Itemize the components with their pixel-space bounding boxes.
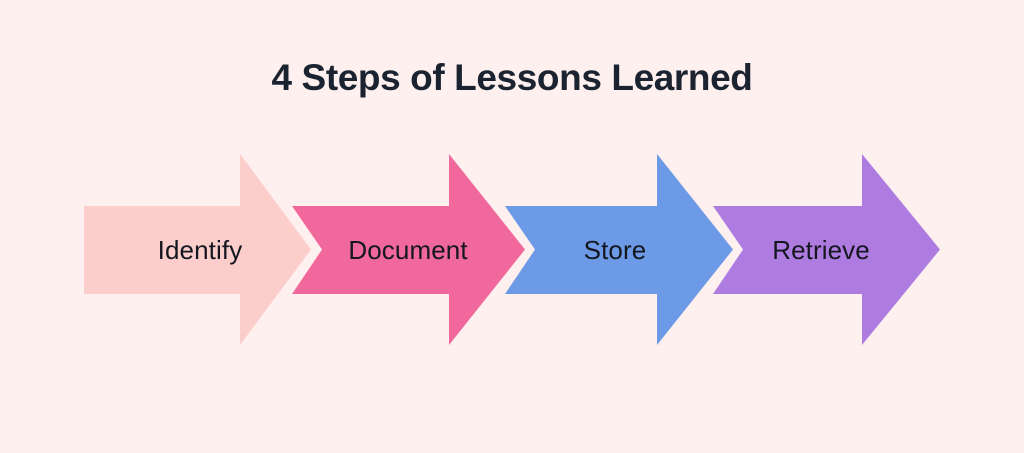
process-steps-group: Identify Document Store Retrieve [84,154,940,345]
step-label: Retrieve [772,235,870,265]
arrow-shape-icon [84,154,311,345]
process-step-document[interactable]: Document [292,154,525,345]
arrow-shape-icon [505,154,733,345]
arrow-shape-icon [713,154,940,345]
step-label: Store [584,235,647,265]
step-label: Identify [158,235,243,265]
process-step-retrieve[interactable]: Retrieve [713,154,940,345]
process-step-store[interactable]: Store [505,154,733,345]
page-title: 4 Steps of Lessons Learned [271,57,753,98]
process-step-identify[interactable]: Identify [84,154,311,345]
step-label: Document [348,235,468,265]
arrow-shape-icon [292,154,525,345]
